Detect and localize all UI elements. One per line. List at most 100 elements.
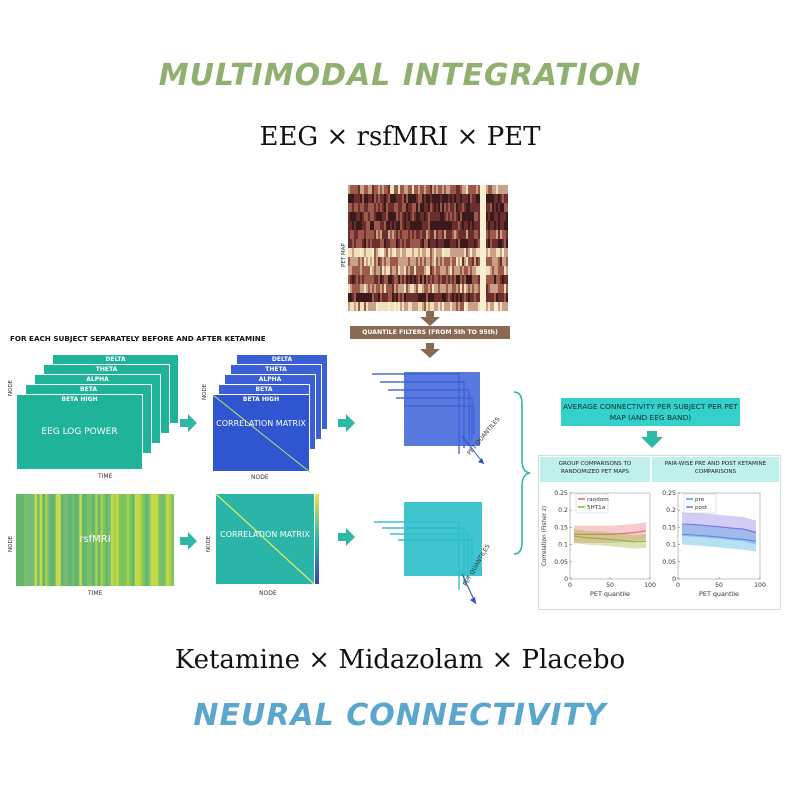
- pet-cell: [458, 221, 461, 231]
- pet-cell: [436, 185, 439, 195]
- pet-cell: [358, 266, 361, 276]
- pet-cell: [374, 302, 377, 312]
- y-tick-label: 0.1: [666, 542, 676, 549]
- pet-cell: [396, 293, 399, 303]
- eeg-node-axis: NODE: [8, 379, 14, 396]
- pet-cell: [382, 266, 385, 276]
- pet-cell: [410, 221, 413, 231]
- pet-cell: [412, 185, 415, 195]
- pet-cell: [416, 212, 419, 222]
- pet-cell: [476, 239, 479, 249]
- pet-cell: [434, 230, 437, 240]
- pet-cell: [500, 212, 503, 222]
- pet-cell: [426, 275, 429, 285]
- pet-cell: [408, 293, 411, 303]
- pet-cell: [432, 257, 435, 267]
- pet-cell: [436, 266, 439, 276]
- band-label: BETA HIGH: [242, 396, 280, 403]
- pet-cell: [496, 230, 499, 240]
- fmri-stripe: [79, 494, 83, 586]
- pet-cell: [402, 203, 405, 213]
- pet-cell: [428, 293, 431, 303]
- pet-cell: [390, 275, 393, 285]
- pet-cell: [494, 185, 497, 195]
- pet-cell: [408, 230, 411, 240]
- pet-cell: [368, 248, 371, 258]
- pet-cell: [466, 203, 469, 213]
- pet-cell: [370, 275, 373, 285]
- pet-cell: [348, 293, 351, 303]
- pet-cell: [410, 248, 413, 258]
- pet-cell: [426, 284, 429, 294]
- pet-cell: [390, 221, 393, 231]
- pet-cell: [416, 185, 419, 195]
- pet-cell: [398, 185, 401, 195]
- pet-cell: [368, 257, 371, 267]
- pet-cell: [398, 230, 401, 240]
- pet-cell: [352, 302, 355, 312]
- pet-cell: [410, 284, 413, 294]
- pet-cell: [484, 257, 487, 267]
- legend-label: 5HT1a: [587, 505, 605, 511]
- pet-cell: [422, 194, 425, 204]
- pet-cell: [374, 293, 377, 303]
- pet-cell: [380, 185, 383, 195]
- pet-cell: [458, 203, 461, 213]
- pet-cell: [476, 212, 479, 222]
- pet-cell: [370, 185, 373, 195]
- pet-cell: [374, 239, 377, 249]
- pet-cell: [410, 257, 413, 267]
- pet-cell: [380, 266, 383, 276]
- pet-cell: [362, 275, 365, 285]
- pet-cell: [480, 302, 483, 312]
- pet-cell: [488, 212, 491, 222]
- pet-cell: [432, 266, 435, 276]
- pet-cell: [486, 248, 489, 258]
- pet-cell: [454, 257, 457, 267]
- pet-cell: [428, 203, 431, 213]
- pet-cell: [464, 221, 467, 231]
- pet-cell: [348, 284, 351, 294]
- pet-cell: [428, 221, 431, 231]
- quantile-filter-label: QUANTILE FILTERS (FROM 5th TO 95th): [350, 326, 510, 339]
- fmri-stripe: [58, 494, 61, 586]
- pet-map: [348, 185, 509, 312]
- pet-cell: [426, 239, 429, 249]
- pet-cell: [436, 239, 439, 249]
- pet-cell: [400, 194, 403, 204]
- pet-cell: [378, 239, 381, 249]
- pet-cell: [358, 194, 361, 204]
- pet-cell: [352, 248, 355, 258]
- pet-cell: [386, 239, 389, 249]
- pet-cell: [498, 212, 501, 222]
- pet-cell: [500, 257, 503, 267]
- fmri-stripe: [163, 494, 167, 586]
- pet-cell: [440, 293, 443, 303]
- pet-cell: [434, 203, 437, 213]
- pet-cell: [358, 203, 361, 213]
- pet-cell: [496, 302, 499, 312]
- pet-cell: [384, 275, 387, 285]
- pet-cell: [358, 239, 361, 249]
- pet-cell: [502, 203, 505, 213]
- pet-cell: [442, 221, 445, 231]
- pet-cell: [424, 266, 427, 276]
- pet-cell: [466, 194, 469, 204]
- pet-cell: [420, 284, 423, 294]
- pet-cell: [468, 221, 471, 231]
- pet-cell: [404, 194, 407, 204]
- pet-cell: [504, 194, 507, 204]
- pet-cell: [354, 230, 357, 240]
- pet-cell: [470, 257, 473, 267]
- pet-cell: [384, 293, 387, 303]
- pet-cell: [380, 275, 383, 285]
- fmri-stripe: [81, 494, 85, 586]
- pet-cell: [470, 275, 473, 285]
- pet-cell: [394, 248, 397, 258]
- pet-cell: [454, 302, 457, 312]
- pet-cell: [480, 248, 483, 258]
- pet-cell: [358, 302, 361, 312]
- pet-cell: [370, 239, 373, 249]
- eeg-power-label: EEG LOG POWER: [41, 427, 118, 437]
- pet-cell: [364, 230, 367, 240]
